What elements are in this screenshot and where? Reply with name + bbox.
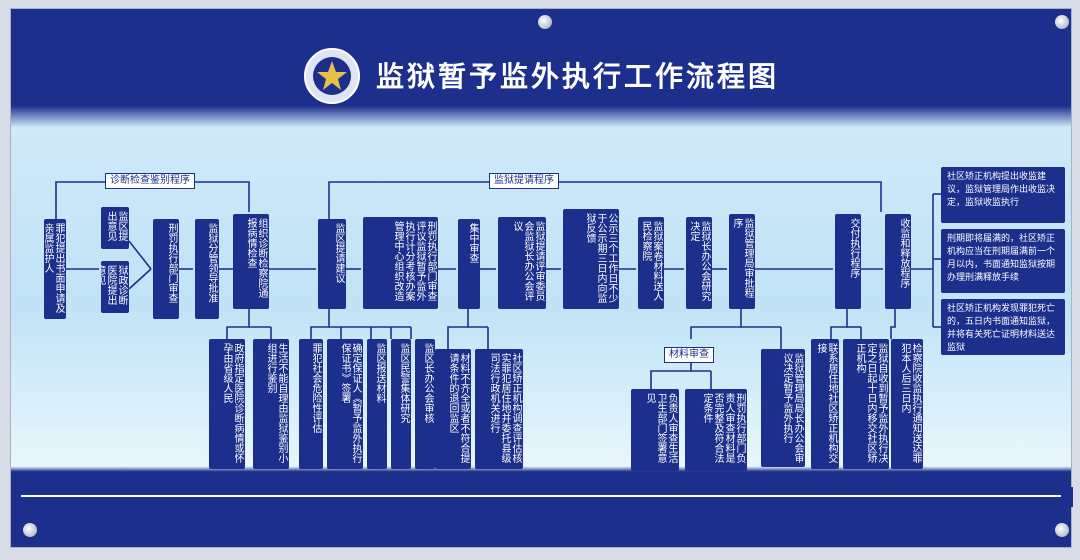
sub-procuratorate-notice: 检察院收监执行通知送达罪犯本人后三日内 <box>891 339 923 469</box>
sub-ward-group-study: 监区民警集体研究 <box>391 339 411 469</box>
step-bureau-approval: 监狱管理局审批程序 <box>729 214 755 309</box>
step-central-review: 集中审查 <box>458 219 480 309</box>
sub-community-assessment: 社区矫正机构调查评估核实罪犯居住地并委托县级司法行政机关进行 <box>475 349 523 469</box>
sub-penalty-dept-materials: 刑罚执行部门负责人审查材料是否完整及符合法定条件 <box>685 389 747 471</box>
page-title: 监狱暂予监外执行工作流程图 <box>376 60 780 93</box>
sub-bureau-decision: 监狱管理局局长办公会审议决定暂予监外执行 <box>761 349 805 467</box>
mounting-screw <box>538 15 552 29</box>
decorative-band <box>11 487 1073 507</box>
flowchart-board: 监狱暂予监外执行工作流程图 <box>10 8 1073 548</box>
prison-police-emblem-icon <box>304 48 360 104</box>
step-ward-proposal: 监区提请建议 <box>318 219 346 309</box>
sub-risk-assessment: 罪犯社会危险性评估 <box>299 339 323 469</box>
step-ward-opinion: 监区提出意见 <box>101 207 129 249</box>
sub-hospital-diagnosis: 政府指定医院诊断病情或怀孕由省级人民 <box>209 339 245 469</box>
step-custody-release: 收监和释放程序 <box>885 214 911 309</box>
note-term-expiry: 刑期即将届满的，社区矫正机构应当在刑期届满前一个月以内，书面通知监狱按期办理刑满… <box>941 229 1065 293</box>
step-hospital-opinion: 狱政诊断医院提出意见 <box>101 261 129 313</box>
step-publicity: 公示三个工作日不少于公示期三日内向监狱反馈 <box>563 209 619 309</box>
step-warden-meeting: 监狱长办公会研究决定 <box>686 217 712 309</box>
header-band: 监狱暂予监外执行工作流程图 <box>11 9 1073 121</box>
step-send-to-procuratorate: 监狱案卷材料送人民检察院 <box>638 217 664 309</box>
step-committee-review: 监狱提请评审委员会监狱长办公会评议 <box>498 217 546 309</box>
mounting-screw <box>1055 15 1069 29</box>
sub-handover-community: 监狱自收到暂予监外执行决定之日起十日内移交社区矫正机构 <box>843 339 889 469</box>
step-dept-evaluation: 刑罚执行部门审查评议监狱暂予监外执行计分考核办案管理中心组织改造 <box>363 217 438 309</box>
note-death: 社区矫正机构发现罪犯死亡的，五日内书面通知监狱，并将有关死亡证明材料送达监狱 <box>941 299 1065 355</box>
mounting-screw <box>1055 523 1069 537</box>
mounting-screw <box>23 523 37 537</box>
sub-self-care-identification: 生活不能自理由监狱鉴别小组进行鉴别 <box>253 339 289 469</box>
sub-ward-materials: 监区报送材料 <box>367 339 387 469</box>
sub-return-incomplete: 材料不齐全或者不符合提请条件的退回监区 <box>435 349 471 469</box>
sub-health-dept-review: 负责人审查生活卫生部门签署意见 <box>631 389 679 471</box>
sub-contact-community: 联系居住地社区矫正机构交接 <box>811 339 839 469</box>
label-materials-review: 材料审查 <box>664 347 714 363</box>
sub-guarantor: 确定保证人《暂予监外执行保证书》签署 <box>327 339 363 469</box>
step-organize-diagnosis: 组织诊断检察院通报病情检查 <box>233 214 269 309</box>
label-diagnosis-procedure: 诊断检查鉴别程序 <box>105 173 195 189</box>
label-proposal-procedure: 监狱提请程序 <box>489 173 559 189</box>
step-delivery-execution: 交付执行程序 <box>835 214 861 309</box>
step-penalty-dept-review: 刑罚执行部门审查 <box>153 219 179 319</box>
sub-ward-chief-review: 监区长办公会审核 <box>415 339 435 469</box>
step-inmate-application: 罪犯提出书面申请及亲属监护人 <box>44 219 66 319</box>
note-revocation: 社区矫正机构提出收监建议，监狱管理局作出收监决定，监狱收监执行 <box>941 167 1065 223</box>
step-warden-approval: 监狱分管领导批准 <box>195 219 219 319</box>
